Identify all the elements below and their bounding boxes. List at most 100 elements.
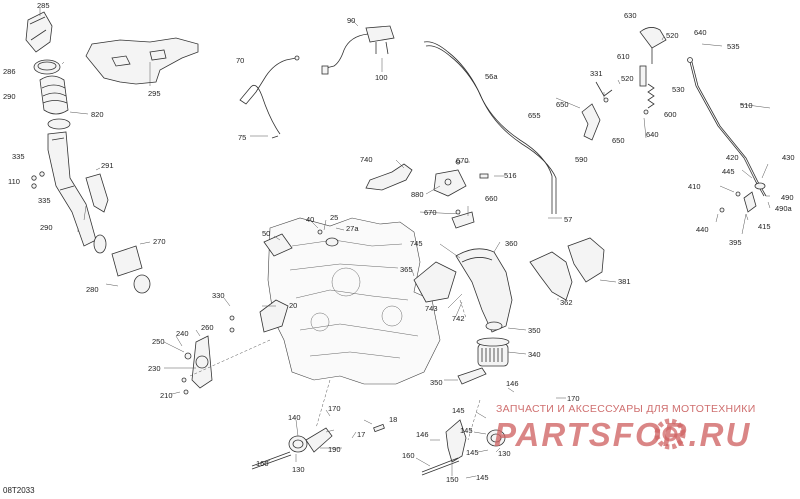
- lever-590: [581, 103, 601, 141]
- callout-label: 291: [101, 161, 114, 170]
- watermark-logo: PARTSFOR.RU: [494, 416, 749, 453]
- lever-150: [445, 419, 467, 463]
- vent-hose: [423, 41, 557, 214]
- callout-label: 145: [452, 406, 465, 415]
- callout-label: 415: [758, 222, 771, 231]
- callout-label: 100: [375, 73, 388, 82]
- callout-label: 140: [288, 413, 301, 422]
- callout-label: 742: [452, 314, 465, 323]
- callout-label: 280: [86, 285, 99, 294]
- dipstick-fittings: [719, 182, 766, 213]
- callout-label: 170: [328, 404, 341, 413]
- callout-label: 146: [416, 430, 429, 439]
- bracket-740: [365, 163, 413, 191]
- gear-130-left: [288, 435, 308, 453]
- callout-label: 350: [528, 326, 541, 335]
- callout-label: 240: [176, 329, 189, 338]
- sensor-90: [321, 25, 395, 75]
- gear-icon: [654, 418, 686, 450]
- callout-label: 210: [160, 391, 173, 400]
- callout-label: 230: [148, 364, 161, 373]
- callout-label: 20: [289, 301, 297, 310]
- callout-label: 740: [360, 155, 373, 164]
- intake-bellows: [39, 75, 69, 115]
- callout-label: 510: [740, 101, 753, 110]
- pin-18: [373, 423, 385, 433]
- callout-label: 440: [696, 225, 709, 234]
- strap-350: [457, 321, 503, 385]
- callout-label: 330: [212, 291, 225, 300]
- elbow-365: [413, 261, 457, 303]
- callout-label: 365: [400, 265, 413, 274]
- callout-label: 75: [238, 133, 246, 142]
- shield-381: [567, 237, 605, 283]
- callout-label: 670: [456, 156, 469, 165]
- callout-label: 640: [646, 130, 659, 139]
- hose-clamps: [93, 234, 151, 294]
- callout-label: 70: [236, 56, 244, 65]
- callout-label: 56a: [485, 72, 498, 81]
- shield-362: [529, 251, 573, 301]
- cable-70: [239, 55, 300, 139]
- callout-label: 395: [729, 238, 742, 247]
- callout-label: 146: [506, 379, 519, 388]
- callout-label: 660: [485, 194, 498, 203]
- callout-label: 335: [12, 152, 25, 161]
- callout-label: 50: [262, 229, 270, 238]
- callout-label: 295: [148, 89, 161, 98]
- callout-label: 381: [618, 277, 631, 286]
- callout-label: 331: [590, 69, 603, 78]
- callout-label: 145: [476, 473, 489, 482]
- callout-label: 445: [722, 167, 735, 176]
- heat-shield: [85, 37, 199, 85]
- bracket-660: [451, 211, 475, 229]
- callout-label: 430: [782, 153, 795, 162]
- callout-label: 410: [688, 182, 701, 191]
- callout-label: 90: [347, 16, 355, 25]
- intake-cap: [25, 11, 53, 53]
- callout-label: 27a: [346, 224, 359, 233]
- callout-label: 630: [624, 11, 637, 20]
- callout-label: 285: [37, 1, 50, 10]
- callout-label: 516: [504, 171, 517, 180]
- callout-label: 290: [3, 92, 16, 101]
- filter-340: [476, 337, 510, 367]
- callout-label: 530: [672, 85, 685, 94]
- callout-label: 290: [40, 223, 53, 232]
- fitting-27a: [317, 229, 339, 247]
- callout-label: 145: [460, 426, 473, 435]
- callout-labels: 285 286 290 820 295 335 110 335 291 290 …: [3, 1, 795, 484]
- intake-clamp-ring: [33, 59, 61, 75]
- callout-label: 170: [567, 394, 580, 403]
- callout-label: 250: [152, 337, 165, 346]
- callout-label: 350: [430, 378, 443, 387]
- callout-label: 130: [292, 465, 305, 474]
- callout-label: 360: [505, 239, 518, 248]
- callout-label: 145: [466, 448, 479, 457]
- bracket-880: [433, 169, 467, 197]
- small-bolts-left: [31, 171, 45, 189]
- callout-label: 150: [446, 475, 459, 484]
- watermark-tagline: ЗАПЧАСТИ И АКСЕССУАРЫ ДЛЯ МОТОТЕХНИКИ: [496, 403, 756, 415]
- leader-lines: [39, 8, 771, 479]
- callout-label: 490a: [775, 204, 793, 213]
- callout-label: 270: [153, 237, 166, 246]
- callout-label: 490: [781, 193, 794, 202]
- callout-label: 655: [528, 111, 541, 120]
- callout-label: 650: [556, 100, 569, 109]
- knob-630: [639, 27, 667, 64]
- callout-label: 743: [425, 304, 438, 313]
- bracket-190: [305, 427, 333, 453]
- callout-label: 110: [8, 177, 20, 186]
- callout-label: 335: [38, 196, 51, 205]
- callout-label: 160: [402, 451, 415, 460]
- callout-label: 25: [330, 213, 338, 222]
- callout-label: 590: [575, 155, 588, 164]
- callout-label: 160: [256, 459, 269, 468]
- callout-label: 18: [389, 415, 397, 424]
- callout-label: 670: [424, 208, 437, 217]
- small-bolts-engine: [181, 315, 235, 395]
- engine-block: [267, 217, 441, 385]
- callout-label: 820: [91, 110, 104, 119]
